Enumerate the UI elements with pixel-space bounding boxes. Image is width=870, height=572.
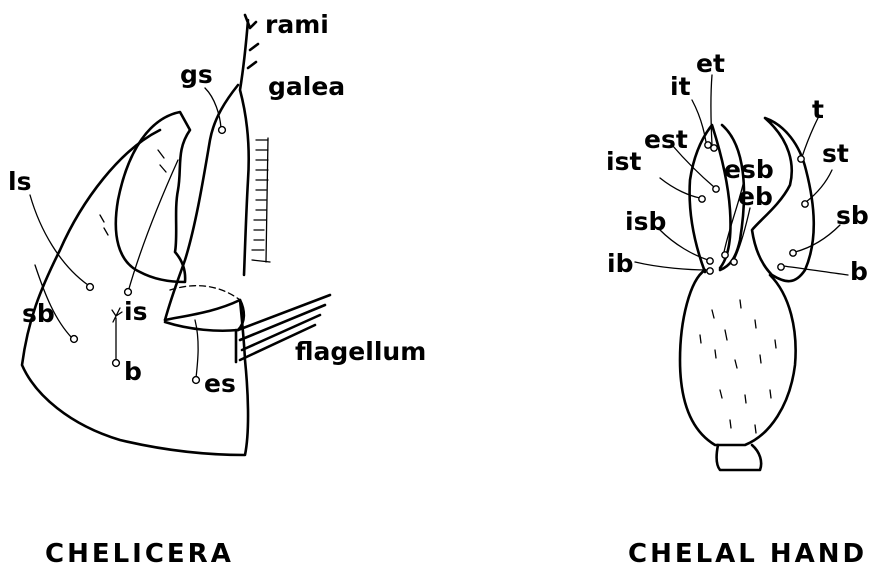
pore-ls [87,284,94,291]
pore-ib [707,268,713,274]
pore-et [711,145,717,151]
label-flagellum: flagellum [295,337,426,366]
caption-chelal-hand: CHELAL HAND [628,539,867,569]
pore-t [798,156,804,162]
leader-et [711,75,712,145]
label-es: es [204,369,236,398]
label-b: b [124,357,142,386]
label-rami: rami [265,10,329,39]
pore-esb [722,252,728,258]
pore-isb [707,258,713,264]
galea-stalk [240,20,249,275]
leader-isb [660,230,708,260]
pore-st [802,201,808,207]
label-eb: eb [738,182,773,211]
pore-is [125,289,132,296]
leader-gs [205,88,221,128]
leader-sb-hand [795,225,840,252]
label-galea: galea [268,72,345,101]
leader-b-hand [783,266,848,275]
label-it: it [670,72,691,101]
pedicel [717,445,761,470]
label-ls: ls [8,167,31,196]
label-esb: esb [724,155,774,184]
leader-is [128,160,178,292]
fixed-finger [116,112,190,282]
leader-ib [635,262,708,270]
label-ist: ist [606,147,641,176]
pore-b-hand [778,264,784,270]
label-et: et [696,49,725,78]
label-est: est [644,125,688,154]
pore-gs [219,127,226,134]
caption-chelicera: CHELICERA [45,539,234,569]
label-st: st [822,139,849,168]
hair-marks [700,300,776,433]
pore-es [193,377,200,384]
label-is: is [124,297,147,326]
label-t: t [812,95,824,124]
leader-ist [660,178,700,198]
lobe-dash [170,286,240,300]
label-isb: isb [625,207,666,236]
label-b-hand: b [850,257,868,286]
chelicera-outline [22,130,248,455]
label-ib: ib [607,249,633,278]
pore-b [113,360,120,367]
lower-lobe [165,300,244,331]
pore-sb-hand [790,250,796,256]
label-gs: gs [180,60,213,89]
pore-eb [731,259,737,265]
hand-body [680,270,796,445]
is-seta [112,308,122,322]
label-sb-hand: sb [836,201,869,230]
pore-sb [71,336,78,343]
label-sb: sb [22,299,55,328]
pore-ist [699,196,705,202]
teeth [100,150,166,235]
leader-ls [30,195,88,285]
pore-est [713,186,719,192]
